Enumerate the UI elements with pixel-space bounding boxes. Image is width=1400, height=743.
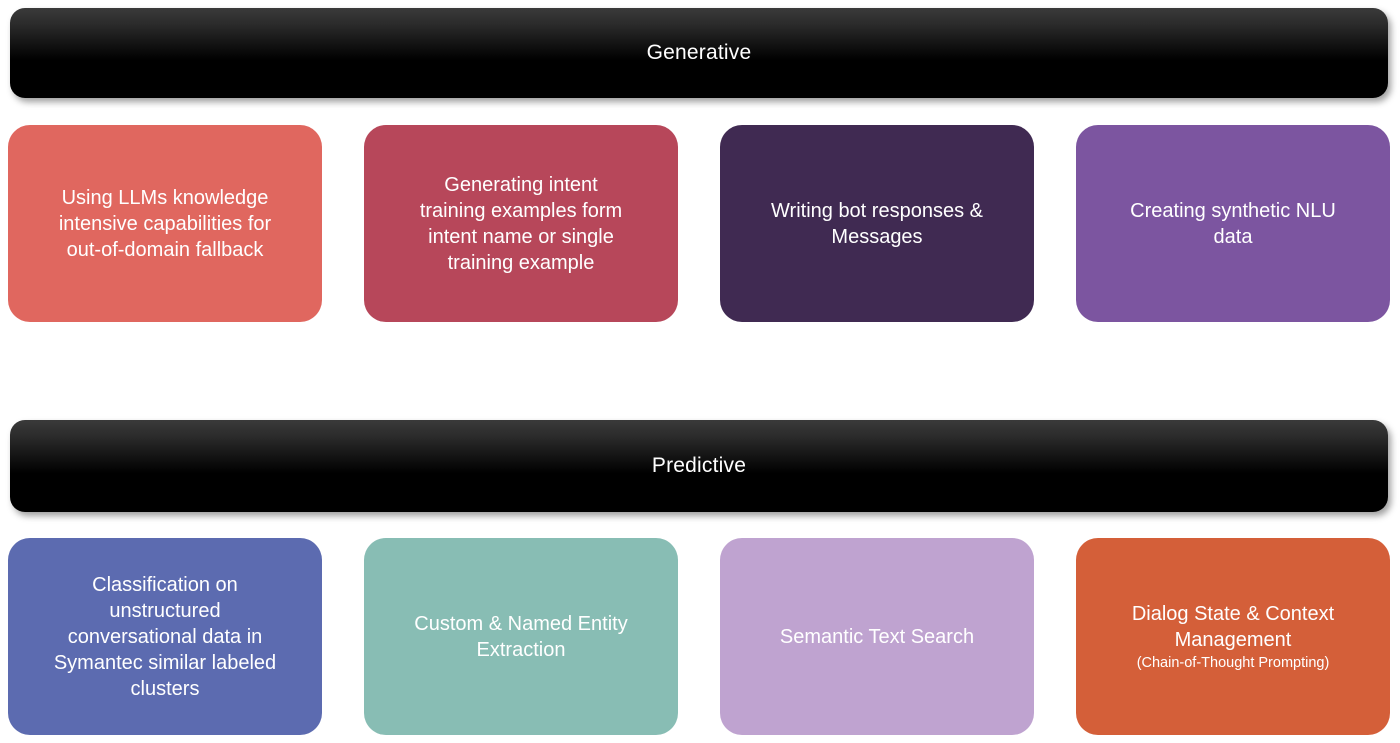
card-label: Generating intent training examples form… <box>419 173 623 274</box>
card-classification-unstructured-conversational-data[interactable]: Classification on unstructured conversat… <box>8 538 322 735</box>
card-row-generative: Using LLMs knowledge intensive capabilit… <box>0 125 1400 322</box>
section-header-generative: Generative <box>10 8 1388 98</box>
card-label: Using LLMs knowledge intensive capabilit… <box>58 186 272 261</box>
card-generating-intent-training-examples[interactable]: Generating intent training examples form… <box>364 125 678 322</box>
card-semantic-text-search[interactable]: Semantic Text Search <box>720 538 1034 735</box>
card-label: Classification on unstructured conversat… <box>53 573 277 700</box>
card-custom-named-entity-extraction[interactable]: Custom & Named Entity Extraction <box>364 538 678 735</box>
card-sublabel: (Chain-of-Thought Prompting) <box>1136 654 1330 671</box>
card-label: Semantic Text Search <box>779 625 975 648</box>
card-creating-synthetic-nlu-data[interactable]: Creating synthetic NLU data <box>1076 125 1390 322</box>
card-label: Dialog State & Context Management <box>1131 602 1335 651</box>
card-row-predictive: Classification on unstructured conversat… <box>0 538 1400 735</box>
card-label: Creating synthetic NLU data <box>1130 199 1336 248</box>
section-title-generative: Generative <box>646 41 752 65</box>
card-label: Custom & Named Entity Extraction <box>414 612 628 661</box>
card-label: Writing bot responses & Messages <box>771 199 983 248</box>
card-dialog-state-context-management[interactable]: Dialog State & Context Management (Chain… <box>1076 538 1390 735</box>
section-header-predictive: Predictive <box>10 420 1388 512</box>
section-title-predictive: Predictive <box>651 454 747 478</box>
card-writing-bot-responses-messages[interactable]: Writing bot responses & Messages <box>720 125 1034 322</box>
card-using-llms-knowledge-out-of-domain-fallback[interactable]: Using LLMs knowledge intensive capabilit… <box>8 125 322 322</box>
